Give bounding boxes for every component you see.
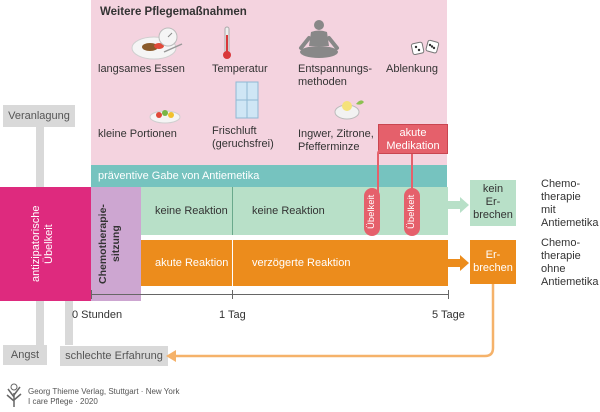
small-portions-icon (149, 110, 181, 124)
tick-1tag (232, 290, 233, 299)
kein-erbrechen-box (470, 180, 516, 226)
tick-0 (91, 290, 92, 299)
item-entspannungsmethoden: Entspannungs- methoden (298, 63, 372, 88)
erbrechen-label: Er- brechen (473, 249, 513, 274)
return-arrow (166, 284, 495, 362)
akute-medikation-label: akute Medikation (386, 127, 440, 152)
row-divider-1tag (232, 187, 233, 235)
row-divider-1tag-orange (232, 240, 233, 286)
axis-label-1tag: 1 Tag (219, 309, 246, 321)
chemo-mit-label: Chemo- therapie mit Antiemetika (541, 178, 599, 229)
thieme-logo-icon (6, 383, 22, 407)
praeventiv-bar (91, 165, 447, 187)
dice-icon (410, 39, 440, 56)
schlechte-erfahrung-box: schlechte Erfahrung (60, 346, 168, 366)
keine-reaktion-row (141, 187, 448, 235)
time-axis (91, 294, 449, 295)
item-temperatur: Temperatur (212, 63, 268, 75)
kein-erbrechen-label: kein Er- brechen (473, 183, 513, 221)
credit-line-2: I care Pflege · 2020 (28, 397, 98, 406)
ginger-lemon-icon (334, 100, 364, 120)
antizipatorisch-label: antizipatorische Übelkeit (30, 205, 55, 283)
chemo-sitzung-box (91, 187, 141, 301)
reaktion-row (141, 240, 448, 286)
chemo-ohne-label: Chemo- therapie ohne Antiemetika (541, 237, 599, 288)
credit-line-1: Georg Thieme Verlag, Stuttgart · New Yor… (28, 387, 180, 396)
chemo-sitzung-label: Chemotherapie- sitzung (97, 204, 122, 284)
uebelkeit-label-2: Übelkeit (406, 194, 417, 230)
uebelkeit-pill-1 (364, 188, 380, 236)
angst-connector (36, 301, 44, 345)
medikation-connector (377, 149, 413, 194)
axis-label-5tage: 5 Tage (432, 309, 465, 321)
axis-label-0: 0 Stunden (72, 309, 123, 321)
veranlagung-connector (36, 127, 44, 187)
plate-icon (131, 27, 183, 60)
tick-5tage (448, 290, 449, 299)
arrow-to-kein-erbrechen (448, 197, 469, 213)
keine-reaktion-1: keine Reaktion (155, 205, 228, 217)
praeventiv-label: präventive Gabe von Antiemetika (98, 170, 260, 182)
akute-reaktion: akute Reaktion (155, 257, 229, 269)
verzoegerte-reaktion: verzögerte Reaktion (252, 257, 351, 269)
keine-reaktion-2: keine Reaktion (252, 205, 325, 217)
erfahrung-connector (65, 301, 73, 345)
erbrechen-box (470, 240, 516, 284)
thermometer-icon (223, 26, 231, 59)
uebelkeit-label-1: Übelkeit (366, 194, 377, 230)
meditation-icon (299, 20, 339, 58)
item-frischluft: Frischluft (geruchsfrei) (212, 125, 274, 150)
window-icon (235, 81, 259, 119)
arrow-to-erbrechen (448, 255, 469, 271)
angst-box: Angst (3, 345, 47, 365)
uebelkeit-pill-2 (404, 188, 420, 236)
veranlagung-box: Veranlagung (3, 105, 75, 127)
item-ablenkung: Ablenkung (386, 63, 438, 75)
antizipatorisch-box (0, 187, 91, 301)
item-langsames-essen: langsames Essen (98, 63, 185, 75)
pflege-title: Weitere Pflegemaßnahmen (100, 6, 247, 18)
item-kleine-portionen: kleine Portionen (98, 128, 177, 140)
item-ingwer-zitrone-pfefferminze: Ingwer, Zitrone, Pfefferminze (298, 128, 374, 153)
